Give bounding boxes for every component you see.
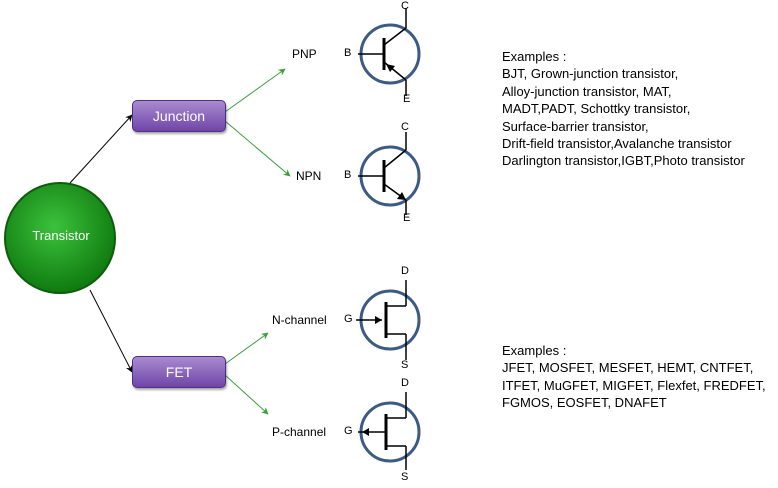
junction-example-line: Darlington transistor,IGBT,Photo transis… bbox=[502, 153, 745, 169]
pnp-emitter-pin: E bbox=[403, 93, 411, 105]
junction-examples-heading: Examples : bbox=[502, 49, 567, 64]
arrow-root-junction bbox=[69, 114, 133, 184]
nchannel-source-pin: S bbox=[401, 359, 409, 371]
junction-example-line: Drift-field transistor,Avalanche transis… bbox=[502, 136, 732, 152]
pnp-base-pin: B bbox=[344, 47, 352, 59]
npn-base-pin: B bbox=[344, 169, 352, 181]
pchannel-source-pin: S bbox=[401, 471, 409, 483]
fet-example-line: ITFET, MuGFET, MIGFET, Flexfet, FREDFET, bbox=[502, 377, 766, 393]
fet-examples: Examples : JFET, MOSFET, MESFET, HEMT, C… bbox=[502, 342, 766, 412]
pnp-collector-pin: C bbox=[401, 0, 409, 12]
fet-example-line: JFET, MOSFET, MESFET, HEMT, CNTFET, bbox=[502, 360, 754, 376]
root-label: Transistor bbox=[32, 228, 90, 243]
junction-example-line: BJT, Grown-junction transistor, bbox=[502, 66, 679, 82]
junction-box: Junction bbox=[132, 100, 226, 132]
nchannel-symbol bbox=[356, 280, 421, 360]
nchannel-label: N-channel bbox=[272, 313, 327, 327]
arrow-fet-pchannel bbox=[224, 374, 269, 415]
arrow-junction-pnp bbox=[224, 68, 286, 113]
pnp-symbol bbox=[358, 8, 421, 96]
npn-label: NPN bbox=[296, 169, 322, 183]
pchannel-symbol bbox=[358, 392, 421, 470]
nchannel-drain-pin: D bbox=[401, 265, 409, 277]
pchannel-gate-pin: G bbox=[344, 425, 353, 437]
junction-example-line: Surface-barrier transistor, bbox=[502, 118, 649, 134]
fet-example-line: FGMOS, EOSFET, DNAFET bbox=[502, 395, 667, 411]
fet-examples-heading: Examples : bbox=[502, 343, 567, 358]
arrow-junction-npn bbox=[224, 120, 291, 177]
junction-label: Junction bbox=[152, 108, 206, 124]
arrow-fet-nchannel bbox=[224, 332, 269, 365]
pnp-label: PNP bbox=[292, 47, 317, 61]
arrow-root-fet bbox=[89, 289, 133, 373]
npn-symbol bbox=[358, 132, 421, 215]
pchannel-label: P-channel bbox=[272, 425, 327, 439]
fet-label: FET bbox=[165, 364, 193, 380]
fet-box: FET bbox=[132, 356, 226, 388]
pchannel-drain-pin: D bbox=[401, 377, 409, 389]
junction-examples: Examples : BJT, Grown-junction transisto… bbox=[502, 48, 745, 170]
root-node bbox=[4, 182, 116, 294]
nchannel-gate-pin: G bbox=[344, 313, 353, 325]
npn-emitter-pin: E bbox=[403, 212, 411, 224]
junction-example-line: MADT,PADT, Schottky transistor, bbox=[502, 101, 691, 117]
junction-example-line: Alloy-junction transistor, MAT, bbox=[502, 83, 672, 99]
npn-collector-pin: C bbox=[401, 121, 409, 133]
